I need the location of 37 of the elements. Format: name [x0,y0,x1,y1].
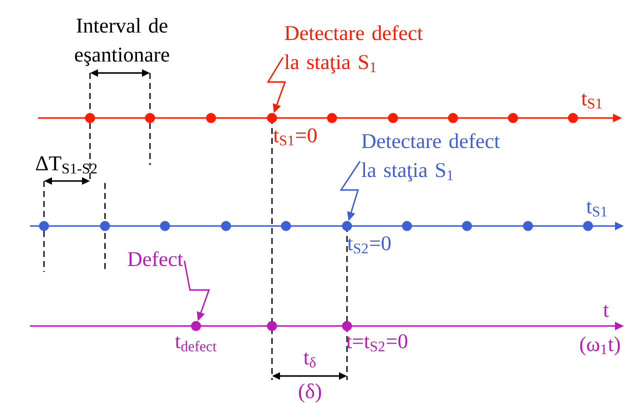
time-label: t=t$_{S2}$=0 [346,334,408,352]
time-label: t$_{S1}$=0 [273,128,317,146]
sample-dot [100,221,110,231]
sample-dot [342,221,352,231]
sample-dot [85,113,95,123]
axis-label: t$_{S1}$ [581,93,602,109]
sample-dot [583,221,593,231]
sample-dot [327,113,337,123]
sample-dot [281,221,291,231]
sample-dot [388,113,398,123]
sample-dot [508,113,518,123]
angle-label: (δ) [299,383,322,403]
defect-label: Defect [128,251,184,266]
sample-dot [267,113,277,123]
sample-dot [462,221,472,231]
axis-label: t$_{S1}$ [586,201,607,217]
axis-label: t [603,304,609,317]
sample-dot [145,113,155,123]
axis-label: (ω$_{1}$t) [580,336,620,356]
sample-dot [523,221,533,231]
sample-dot [221,221,231,231]
detection-label: Detectare defect la staţia S$_{1}$ [362,133,500,182]
sample-dot [267,321,277,331]
sample-dot [448,113,458,123]
time-label: t$_{S2}$=0 [347,236,391,254]
detection-label: Detectare defect la staţia S$_{1}$ [284,25,423,74]
duration-label: t$_{δ}$ [304,352,316,368]
time-label: t$_{defect}$ [175,336,217,352]
sample-dot [206,113,216,123]
interval-label: Interval de eşantionare [75,18,170,66]
offset-label: ΔT$_{S1-S2}$ [36,156,97,174]
sample-dot [39,221,49,231]
sample-dot [160,221,170,231]
sample-dot [568,113,578,123]
sample-dot [402,221,412,231]
sample-dot [342,321,352,331]
sample-dot [191,321,201,331]
